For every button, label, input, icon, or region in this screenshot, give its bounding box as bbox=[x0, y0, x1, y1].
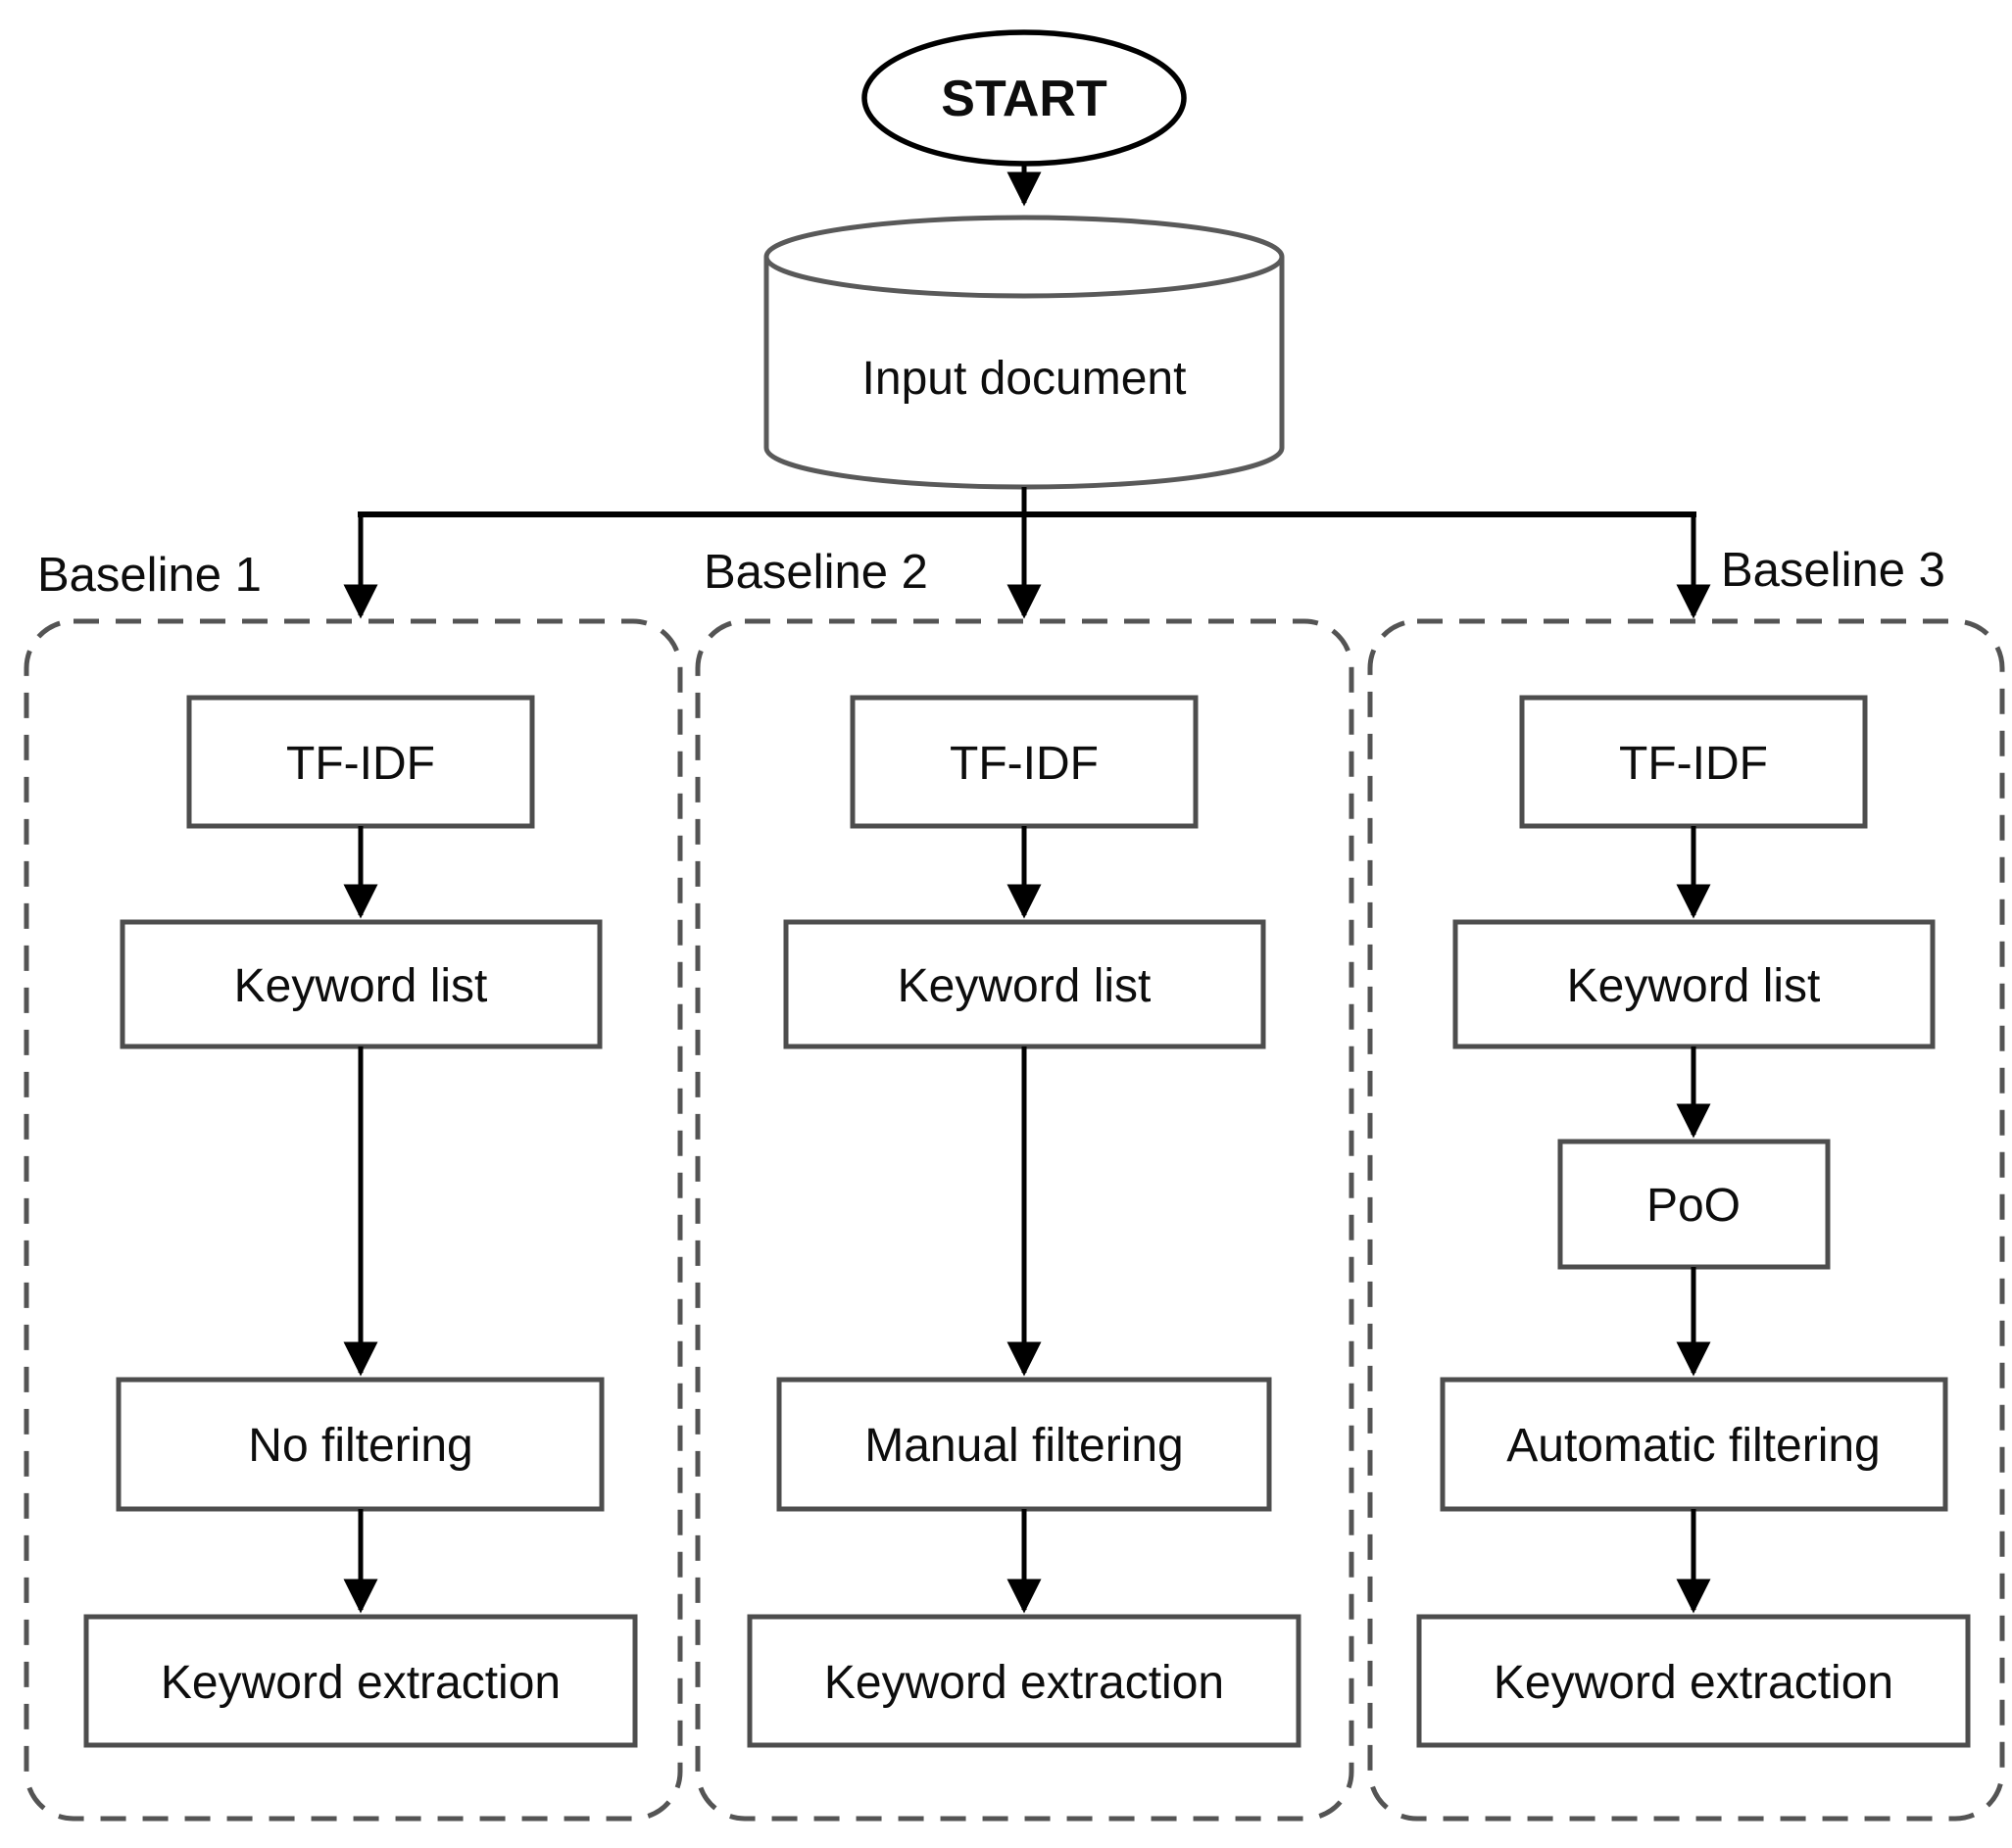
b1-keyword-extraction-label: Keyword extraction bbox=[161, 1657, 561, 1709]
b1-keyword-extraction-box bbox=[83, 1614, 638, 1748]
b3-keyword-extraction-box bbox=[1416, 1614, 1971, 1748]
b2-manual-filtering-label: Manual filtering bbox=[864, 1420, 1184, 1472]
b2-keyword-list-box bbox=[783, 919, 1266, 1049]
b1-no-filtering-box bbox=[116, 1377, 605, 1512]
b3-keyword-extraction-label: Keyword extraction bbox=[1494, 1657, 1893, 1709]
b2-keyword-list-label: Keyword list bbox=[898, 960, 1152, 1012]
baseline-2-label: Baseline 2 bbox=[704, 546, 928, 599]
b3-automatic-filtering-box bbox=[1440, 1377, 1948, 1512]
b2-tfidf-box bbox=[850, 695, 1199, 829]
b1-keyword-list-box bbox=[120, 919, 603, 1049]
b1-keyword-list-label: Keyword list bbox=[234, 960, 488, 1012]
b3-automatic-filtering-label: Automatic filtering bbox=[1506, 1420, 1881, 1472]
b1-tfidf-box bbox=[186, 695, 535, 829]
baseline-3-label: Baseline 3 bbox=[1721, 544, 1945, 597]
b3-keyword-list-label: Keyword list bbox=[1567, 960, 1821, 1012]
b2-keyword-extraction-box bbox=[747, 1614, 1301, 1748]
baseline-1-label: Baseline 1 bbox=[37, 549, 262, 602]
b2-keyword-extraction-label: Keyword extraction bbox=[824, 1657, 1224, 1709]
start-label: START bbox=[941, 71, 1107, 127]
b2-manual-filtering-box bbox=[776, 1377, 1272, 1512]
baseline-2-container bbox=[695, 618, 1354, 1822]
b1-no-filtering-label: No filtering bbox=[248, 1420, 472, 1472]
start-node bbox=[861, 29, 1187, 167]
b2-tfidf-label: TF-IDF bbox=[950, 738, 1099, 790]
b3-tfidf-label: TF-IDF bbox=[1619, 738, 1768, 790]
b1-tfidf-label: TF-IDF bbox=[286, 738, 435, 790]
baseline-1-container bbox=[24, 618, 683, 1822]
b3-keyword-list-box bbox=[1452, 919, 1936, 1049]
input-document-cylinder-top bbox=[763, 215, 1285, 299]
input-document-label: Input document bbox=[862, 353, 1187, 405]
baseline-3-container bbox=[1367, 618, 2005, 1822]
b3-poo-label: PoO bbox=[1646, 1180, 1741, 1232]
